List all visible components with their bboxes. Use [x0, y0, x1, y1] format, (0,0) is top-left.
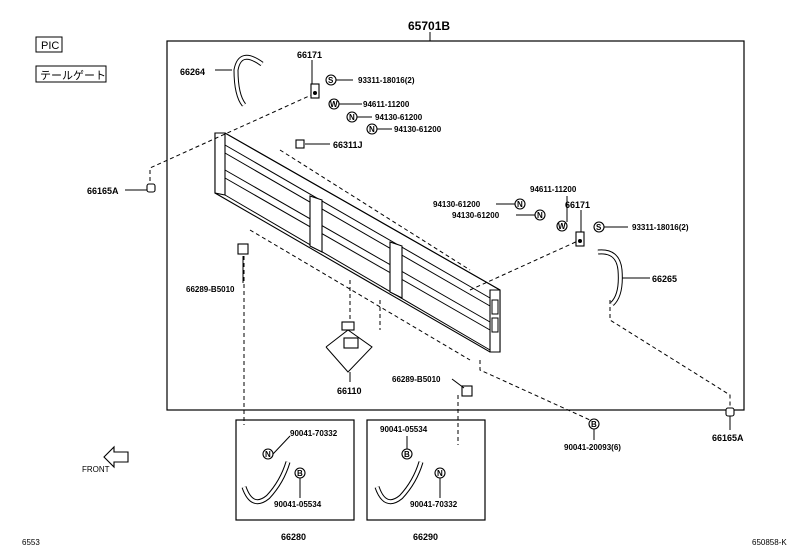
section-tag: テールゲート [40, 69, 106, 82]
svg-text:S: S [596, 223, 602, 232]
clip-left-icon [237, 243, 249, 255]
main-assembly-label: 65701B [408, 19, 450, 33]
label-bolt-top-right: 93311-18016(2) [632, 223, 689, 232]
marker-n-right-b: N [534, 209, 546, 221]
front-label: FRONT [82, 465, 110, 474]
label-leaders [125, 60, 731, 440]
latch-icon [325, 321, 373, 373]
marker-s-top-left: S [325, 74, 337, 86]
label-washer-right: 94611-11200 [530, 185, 577, 194]
label-clip-right: 66289-B5010 [392, 375, 441, 384]
label-hook-right: 66165A [712, 433, 744, 443]
label-nut-right-b: 94130-61200 [452, 211, 500, 220]
label-detail-left-part: 66280 [281, 532, 306, 542]
svg-text:N: N [265, 450, 271, 459]
label-detail-left-bottom: 90041-05534 [274, 500, 322, 509]
svg-text:W: W [330, 100, 338, 109]
tailgate-panel [214, 132, 501, 353]
marker-s-top-right: S [593, 221, 605, 233]
footer-left-code: 6553 [22, 538, 40, 547]
label-detail-right-top: 90041-05534 [380, 425, 428, 434]
label-latch: 66110 [337, 386, 362, 396]
svg-text:B: B [404, 450, 410, 459]
label-hook-left: 66165A [87, 186, 119, 196]
clip-right-icon [461, 385, 473, 397]
label-hinge-pin-left: 66171 [297, 50, 322, 60]
svg-text:W: W [558, 222, 566, 231]
hinge-pin-right-icon [575, 231, 585, 247]
label-detail-right-part: 66290 [413, 532, 438, 542]
label-screw-bottom: 90041-20093(6) [564, 443, 621, 452]
marker-n-right-a: N [514, 198, 526, 210]
marker-n-left-b: N [366, 123, 378, 135]
marker-n-left-a: N [346, 111, 358, 123]
svg-text:N: N [369, 125, 375, 134]
label-washer-left: 94611-11200 [363, 100, 410, 109]
label-chain-right: 66265 [652, 274, 677, 284]
svg-text:N: N [437, 469, 443, 478]
section-tag-box [35, 65, 107, 83]
detail-box-right: B N 90041-05534 90041-70332 [366, 419, 486, 521]
detail-box-left: N B 90041-70332 90041-05534 [235, 419, 355, 521]
label-nut-right-a: 94130-61200 [433, 200, 481, 209]
pic-tag-box [35, 36, 63, 53]
footer-right-code: 650858-K [752, 538, 787, 547]
svg-text:B: B [591, 420, 597, 429]
label-bolt-top-left: 93311-18016(2) [358, 76, 415, 85]
svg-text:S: S [328, 76, 334, 85]
label-detail-left-top: 90041-70332 [290, 429, 338, 438]
pic-tag: PIC [41, 40, 59, 52]
svg-text:N: N [517, 200, 523, 209]
label-clip-left: 66289-B5010 [186, 285, 235, 294]
hinge-pin-left-icon [310, 83, 320, 99]
front-arrow-icon [103, 445, 129, 469]
hook-left-icon [146, 183, 156, 193]
svg-text:N: N [537, 211, 543, 220]
leader-lines [149, 91, 731, 445]
marker-w-right: W [556, 220, 568, 232]
label-chain-left: 66264 [180, 67, 205, 77]
label-hinge-pin-right: 66171 [565, 200, 590, 210]
svg-text:N: N [349, 113, 355, 122]
hook-right-icon [725, 407, 735, 417]
label-bracket-top: 66311J [333, 140, 363, 150]
label-nut-left-b: 94130-61200 [394, 125, 442, 134]
marker-b-bottom: B [588, 418, 600, 430]
svg-text:B: B [297, 469, 303, 478]
label-nut-left-a: 94130-61200 [375, 113, 423, 122]
assembly-frame [166, 40, 745, 411]
label-detail-right-bottom: 90041-70332 [410, 500, 458, 509]
marker-w-left: W [328, 98, 340, 110]
bracket-top-icon [295, 139, 305, 149]
